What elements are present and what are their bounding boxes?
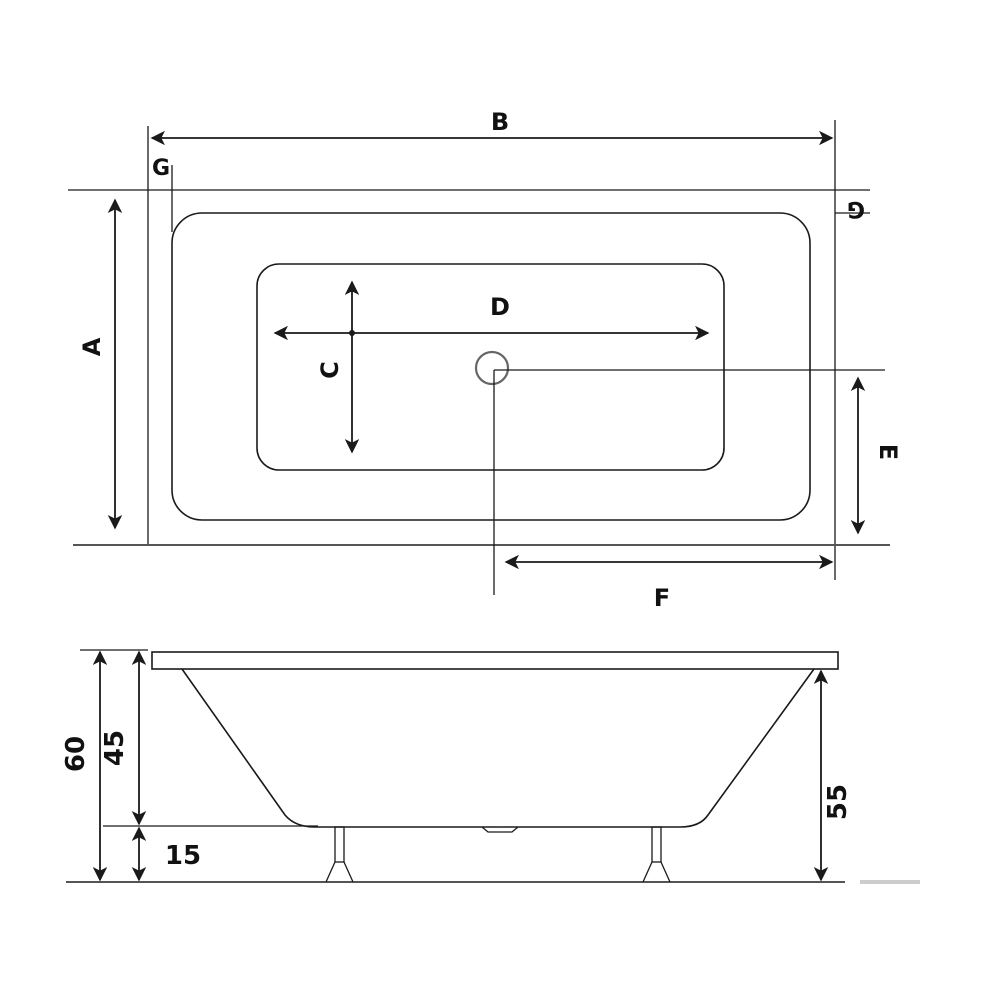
label-rim-height: 55 [823,784,853,820]
label-c: C [316,361,344,379]
label-total-height: 60 [61,736,91,772]
label-d: D [490,293,510,321]
label-g-left: G [152,156,170,181]
label-e: E [874,444,902,460]
tub-rim-side [151,651,839,670]
leg-left [325,826,354,883]
top-view: B G G A D C E F [68,108,902,612]
dimension-c-d-intersection [349,330,355,336]
side-view: 60 45 15 55 [61,649,920,884]
tub-body-side [181,668,815,828]
label-leg-height: 15 [165,841,201,871]
label-b: B [491,108,509,136]
label-tub-depth: 45 [100,730,130,766]
drain-icon [474,350,510,386]
tub-basin-outline [256,263,725,471]
drain-bump [481,826,519,833]
label-g-right: G [847,196,865,221]
label-f: F [654,584,670,612]
label-a: A [78,337,106,356]
leg-right [642,826,671,883]
tub-rim-outline [171,212,811,521]
